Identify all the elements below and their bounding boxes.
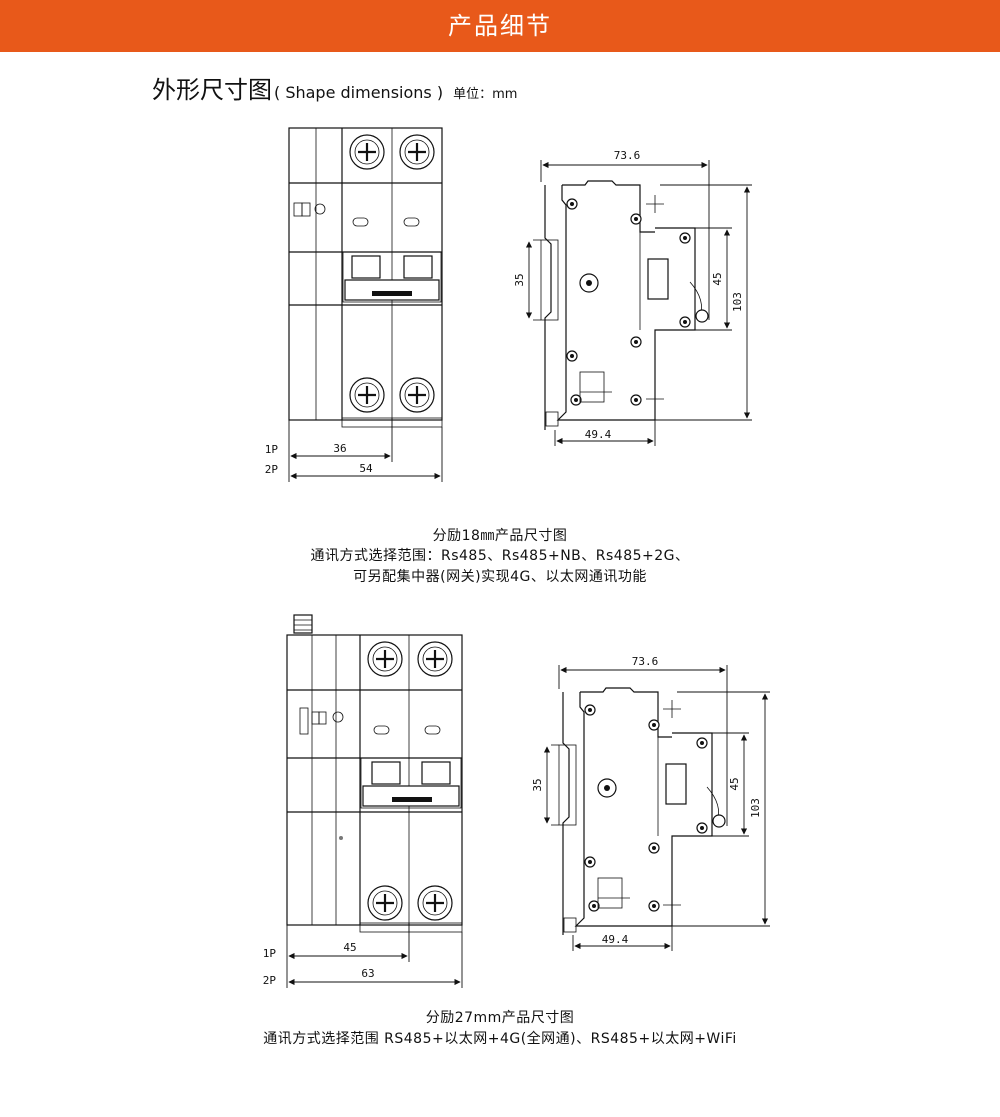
front-view-1 — [288, 127, 443, 428]
front-dimensions-2 — [286, 925, 463, 988]
depth-label: 73.6 — [632, 655, 659, 668]
header-title: 产品细节 — [448, 12, 552, 40]
section-title: 外形尺寸图 — [152, 76, 272, 104]
front-height-label: 45 — [711, 272, 724, 285]
section-title-en: ( Shape dimensions ) — [274, 83, 444, 102]
diagram-2-drawing: 1P 2P 45 63 — [263, 614, 770, 988]
width-2p-label: 63 — [361, 967, 374, 980]
height-label: 103 — [749, 798, 762, 818]
side-dimensions-2 — [543, 665, 770, 951]
base-label: 49.4 — [602, 933, 629, 946]
diagram-1-caption-line3: 可另配集中器(网关)实现4G、以太网通讯功能 — [353, 569, 647, 585]
header-banner: 产品细节 — [0, 0, 1000, 52]
front-height-label: 45 — [728, 777, 741, 790]
pole-label-2p: 2P — [265, 463, 279, 476]
depth-label: 73.6 — [614, 149, 641, 162]
pole-label-2p: 2P — [263, 974, 277, 987]
base-label: 49.4 — [585, 428, 612, 441]
front-dimensions-1 — [288, 420, 443, 482]
pole-label-1p: 1P — [265, 443, 279, 456]
diagram-1-caption-title: 分励18㎜产品尺寸图 — [432, 528, 568, 544]
side-view-2 — [551, 687, 726, 935]
diagram-2-caption-title: 分励27mm产品尺寸图 — [425, 1010, 575, 1026]
width-1p-label: 45 — [343, 941, 356, 954]
rail-label: 35 — [531, 778, 544, 791]
diagram-1-caption-line2: 通讯方式选择范围：Rs485、Rs485+NB、Rs485+2G、 — [310, 548, 690, 564]
width-2p-label: 54 — [359, 462, 373, 475]
section-heading: 外形尺寸图( Shape dimensions ) 单位：mm — [152, 70, 517, 105]
side-dimensions-1 — [525, 160, 752, 446]
diagram-1-drawing: 1P 2P 36 54 — [265, 127, 752, 482]
diagram-2-caption-line2: 通讯方式选择范围 RS485+以太网+4G(全网通)、RS485+以太网+WiF… — [263, 1031, 737, 1047]
unit-label: 单位：mm — [453, 87, 518, 102]
rail-label: 35 — [513, 273, 526, 286]
side-view-1 — [533, 180, 709, 430]
front-view-2 — [286, 614, 463, 933]
height-label: 103 — [731, 292, 744, 312]
width-1p-label: 36 — [333, 442, 346, 455]
pole-label-1p: 1P — [263, 947, 277, 960]
